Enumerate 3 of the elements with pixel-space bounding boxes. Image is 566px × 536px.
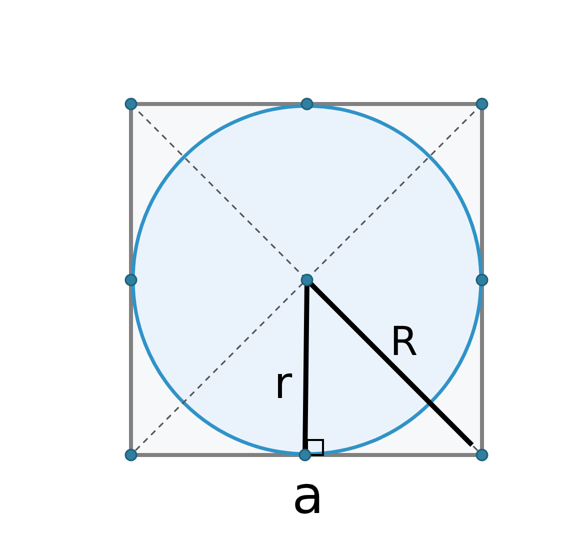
measure-label: a: [292, 470, 324, 522]
measure-label: r: [274, 362, 292, 406]
measure-label: R: [390, 322, 418, 362]
